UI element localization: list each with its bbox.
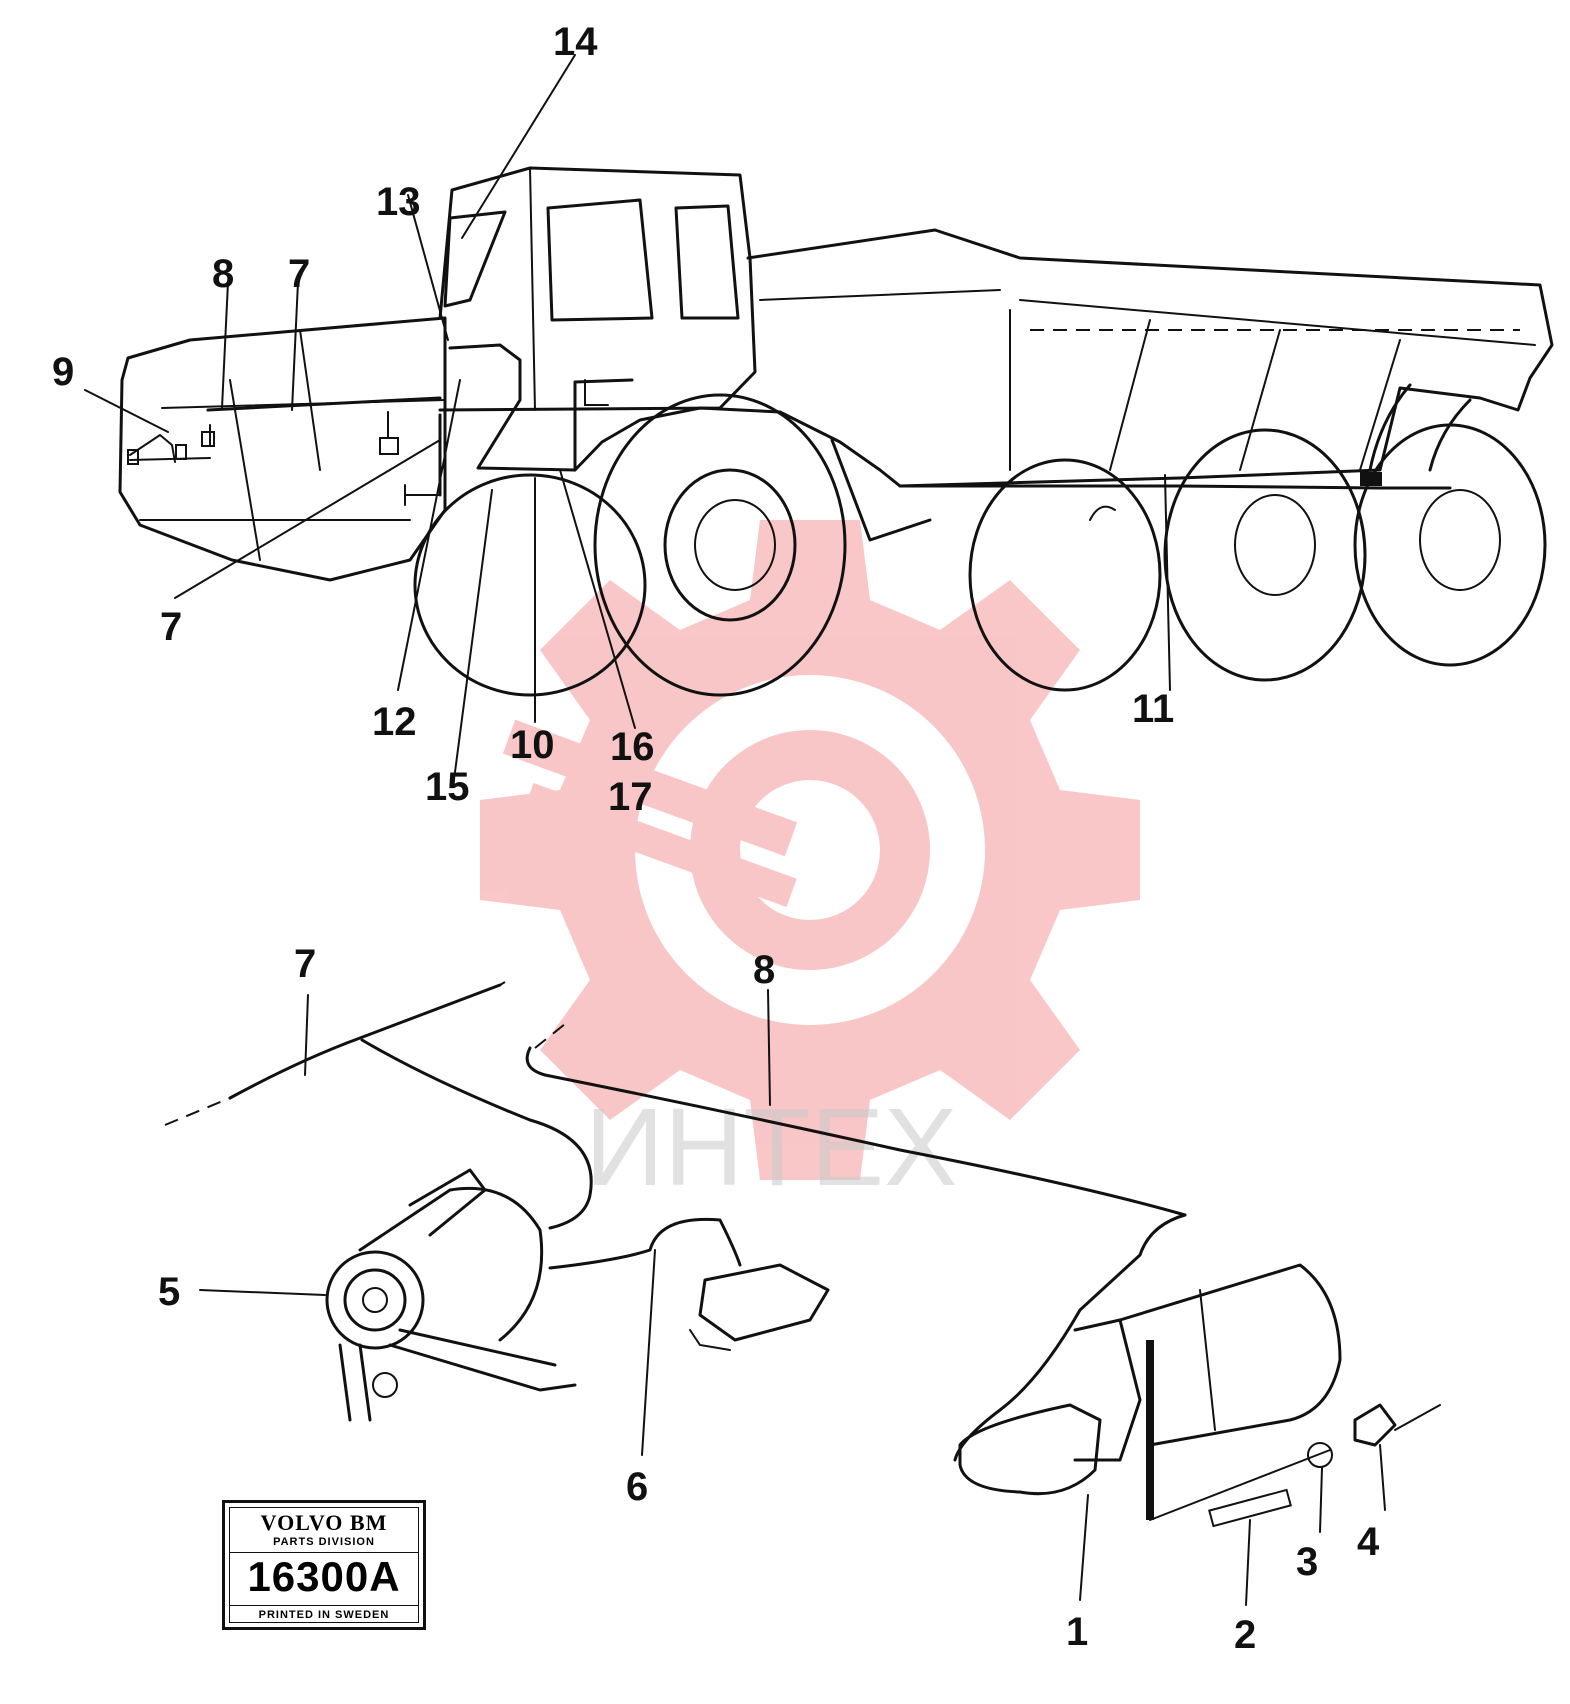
stamp-frame: VOLVO BM PARTS DIVISION 16300A PRINTED I…	[229, 1507, 419, 1623]
leader-lines-bottom	[199, 989, 1386, 1606]
callout-10: 10	[510, 723, 555, 767]
stamp-brand: VOLVO BM	[260, 1510, 388, 1535]
stamp-printed: PRINTED IN SWEDEN	[258, 1609, 390, 1621]
callout-15: 15	[425, 765, 470, 809]
callout-6: 6	[626, 1465, 648, 1509]
callout-1: 1	[1066, 1610, 1088, 1654]
callout-17: 17	[608, 775, 653, 819]
starter-solenoid-rod	[1146, 1340, 1154, 1520]
callout-8-top: 8	[212, 252, 234, 296]
watermark-text: ИНТЕХ	[585, 1086, 957, 1209]
starter-motor-illustration	[525, 1019, 1441, 1528]
callout-16: 16	[610, 725, 655, 769]
callout-12: 12	[372, 700, 417, 744]
stamp-division: PARTS DIVISION	[273, 1536, 375, 1548]
alternator-illustration	[164, 981, 830, 1422]
stamp-number: 16300A	[247, 1553, 401, 1600]
watermark-gear-icon	[480, 520, 1140, 1180]
callout-8-bottom: 8	[753, 948, 775, 992]
volvo-bm-stamp: VOLVO BM PARTS DIVISION 16300A PRINTED I…	[222, 1500, 426, 1630]
callout-labels: 14 13 8 7 9 7 12 15 10 16 17 11 7 8 5 6 …	[52, 20, 1380, 1657]
callout-5: 5	[158, 1270, 180, 1314]
stamp-divider-bottom	[230, 1605, 418, 1606]
callout-9: 9	[52, 350, 74, 394]
callout-2: 2	[1234, 1613, 1256, 1657]
callout-4: 4	[1357, 1520, 1380, 1564]
callout-13: 13	[376, 180, 421, 224]
callout-14: 14	[553, 20, 598, 64]
stamp-divider	[230, 1552, 418, 1553]
leader-lines-top	[84, 54, 1171, 773]
callout-7-top: 7	[288, 252, 310, 296]
callout-7-bottom: 7	[294, 942, 316, 986]
callout-11: 11	[1132, 687, 1174, 731]
hauler-illustration	[118, 166, 1554, 697]
callout-7-mid: 7	[160, 605, 182, 649]
callout-3: 3	[1296, 1540, 1318, 1584]
